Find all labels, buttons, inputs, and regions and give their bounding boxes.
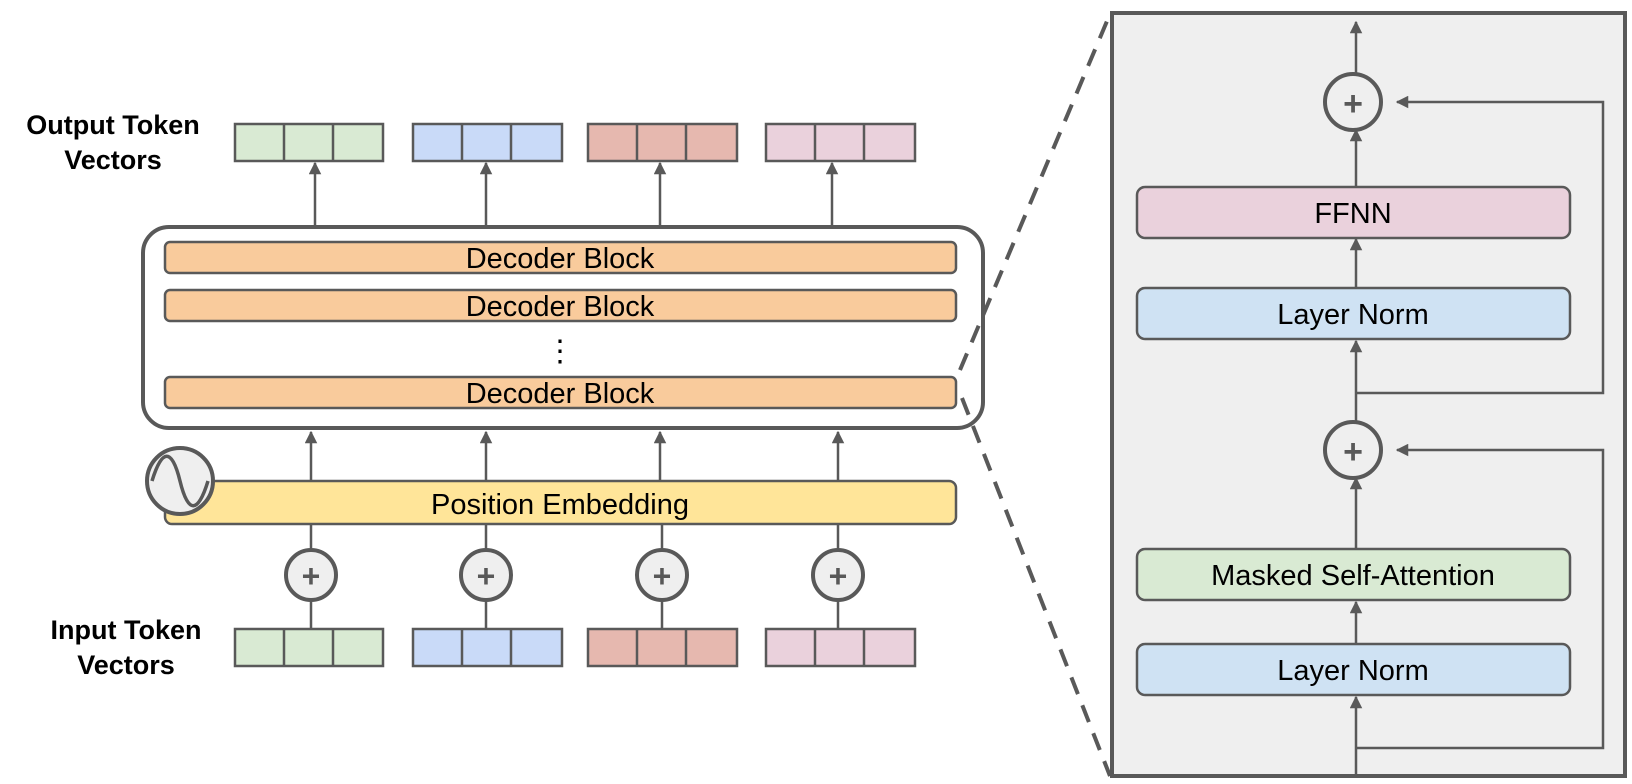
decoder-block-label: Decoder Block [466,378,655,410]
plus-circle-icon: + [284,525,338,630]
plus-circle-icon: + [1323,72,1383,132]
output-token-vector-1 [233,122,385,163]
layer-norm-bottom-label: Layer Norm [1277,655,1429,687]
plus-circle-icon: + [459,525,513,630]
sine-wave-icon [145,446,215,516]
plus-circle-icon: + [811,525,865,630]
plus-circle-icon: + [635,525,689,630]
output-token-vector-4 [764,122,917,163]
output-token-vector-2 [411,122,564,163]
output-token-vectors-label: Output Token Vectors [26,110,199,175]
decoder-block-label: Decoder Block [466,291,655,323]
layer-norm-top-label: Layer Norm [1277,299,1429,331]
input-token-vector-1 [233,627,385,668]
zoom-dashed-line-bottom [960,397,1112,777]
svg-text:+: + [1343,85,1363,123]
ffnn-label: FFNN [1314,198,1391,230]
masked-self-attention-box: Masked Self-Attention [1135,547,1572,602]
input-label-line1: Input Token [51,615,202,645]
layer-norm-bottom-box: Layer Norm [1135,642,1572,697]
output-token-vector-3 [586,122,739,163]
ffnn-box: FFNN [1135,185,1572,240]
output-label-line1: Output Token [26,110,199,140]
residual-connection-lower [1356,443,1605,750]
decoder-block-1: Decoder Block [163,240,958,275]
input-token-vector-2 [411,627,564,668]
decoder-block-2: Decoder Block [163,288,958,323]
decoder-block-label: Decoder Block [466,243,655,275]
position-embedding-label: Position Embedding [431,489,689,521]
svg-text:+: + [829,558,848,594]
input-token-vector-3 [586,627,739,668]
svg-text:+: + [1343,433,1363,471]
input-label-line2: Vectors [77,650,175,680]
position-embedding-bar: Position Embedding [163,479,958,526]
masked-self-attention-label: Masked Self-Attention [1211,560,1495,592]
decoder-ellipsis: ⋮ [545,335,575,368]
zoom-dashed-line-top [958,13,1112,371]
decoder-block-n: Decoder Block [163,375,958,410]
residual-connection-upper [1356,95,1605,395]
input-token-vectors-label: Input Token Vectors [51,615,202,680]
input-token-vector-4 [764,627,917,668]
svg-text:+: + [653,558,672,594]
svg-text:+: + [302,558,321,594]
layer-norm-top-box: Layer Norm [1135,286,1572,341]
output-label-line2: Vectors [64,145,162,175]
svg-text:+: + [477,558,496,594]
plus-circle-icon: + [1323,420,1383,480]
